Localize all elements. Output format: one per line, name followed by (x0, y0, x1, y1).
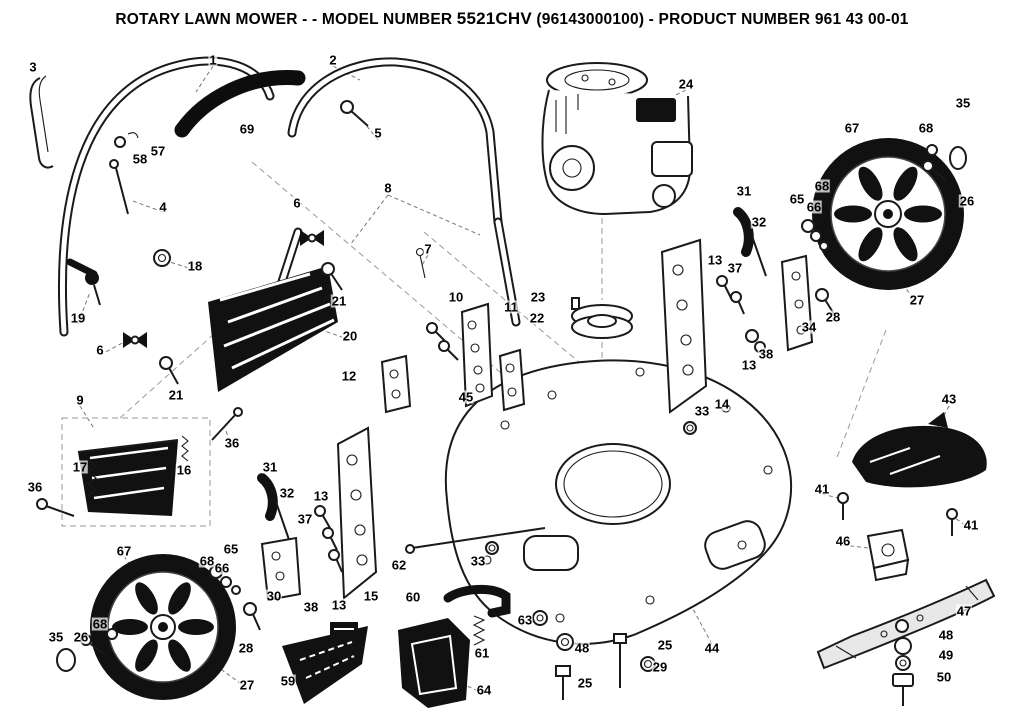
front-axle-hardware (56, 628, 118, 672)
handle-bolts (159, 100, 369, 385)
rear-axle-hardware (922, 144, 967, 181)
wheel-front-left (90, 554, 236, 700)
left-linkage-hardware (209, 473, 343, 631)
model-number: 5521CHV (456, 9, 532, 28)
side-skirt (398, 618, 470, 708)
upper-handle-right (287, 57, 503, 227)
wheel-rear-right (812, 138, 964, 290)
engine (541, 62, 693, 216)
diagram-title: ROTARY LAWN MOWER - - MODEL NUMBER 5521C… (0, 9, 1024, 29)
handle-panel (208, 266, 338, 392)
wing-knob-top (300, 230, 324, 246)
handle-bracket-left (336, 426, 378, 601)
center-bottom-hardware (405, 527, 546, 646)
title-prefix: ROTARY LAWN MOWER - - MODEL NUMBER (115, 11, 457, 28)
small-hardware-upper-left (109, 132, 171, 267)
support-plates (380, 302, 526, 414)
pins-and-bolts-center (415, 247, 459, 361)
springs-and-rods (36, 407, 243, 517)
rear-door (77, 439, 179, 516)
blade-adapter (866, 528, 910, 582)
upper-handle-left (58, 56, 275, 337)
handle-wire-guide (29, 75, 54, 169)
wing-knob-bottom (123, 332, 147, 348)
blade (816, 578, 996, 706)
discharge-guard (837, 412, 987, 536)
mower-deck (444, 359, 793, 645)
engine-pulley (571, 297, 633, 339)
rear-skirt (282, 622, 368, 704)
handle-knob-bolt (66, 258, 101, 306)
handle-grip (174, 70, 306, 138)
title-suffix: (96143000100) - PRODUCT NUMBER 961 43 00… (531, 11, 909, 28)
handle-bracket-right (660, 238, 708, 414)
